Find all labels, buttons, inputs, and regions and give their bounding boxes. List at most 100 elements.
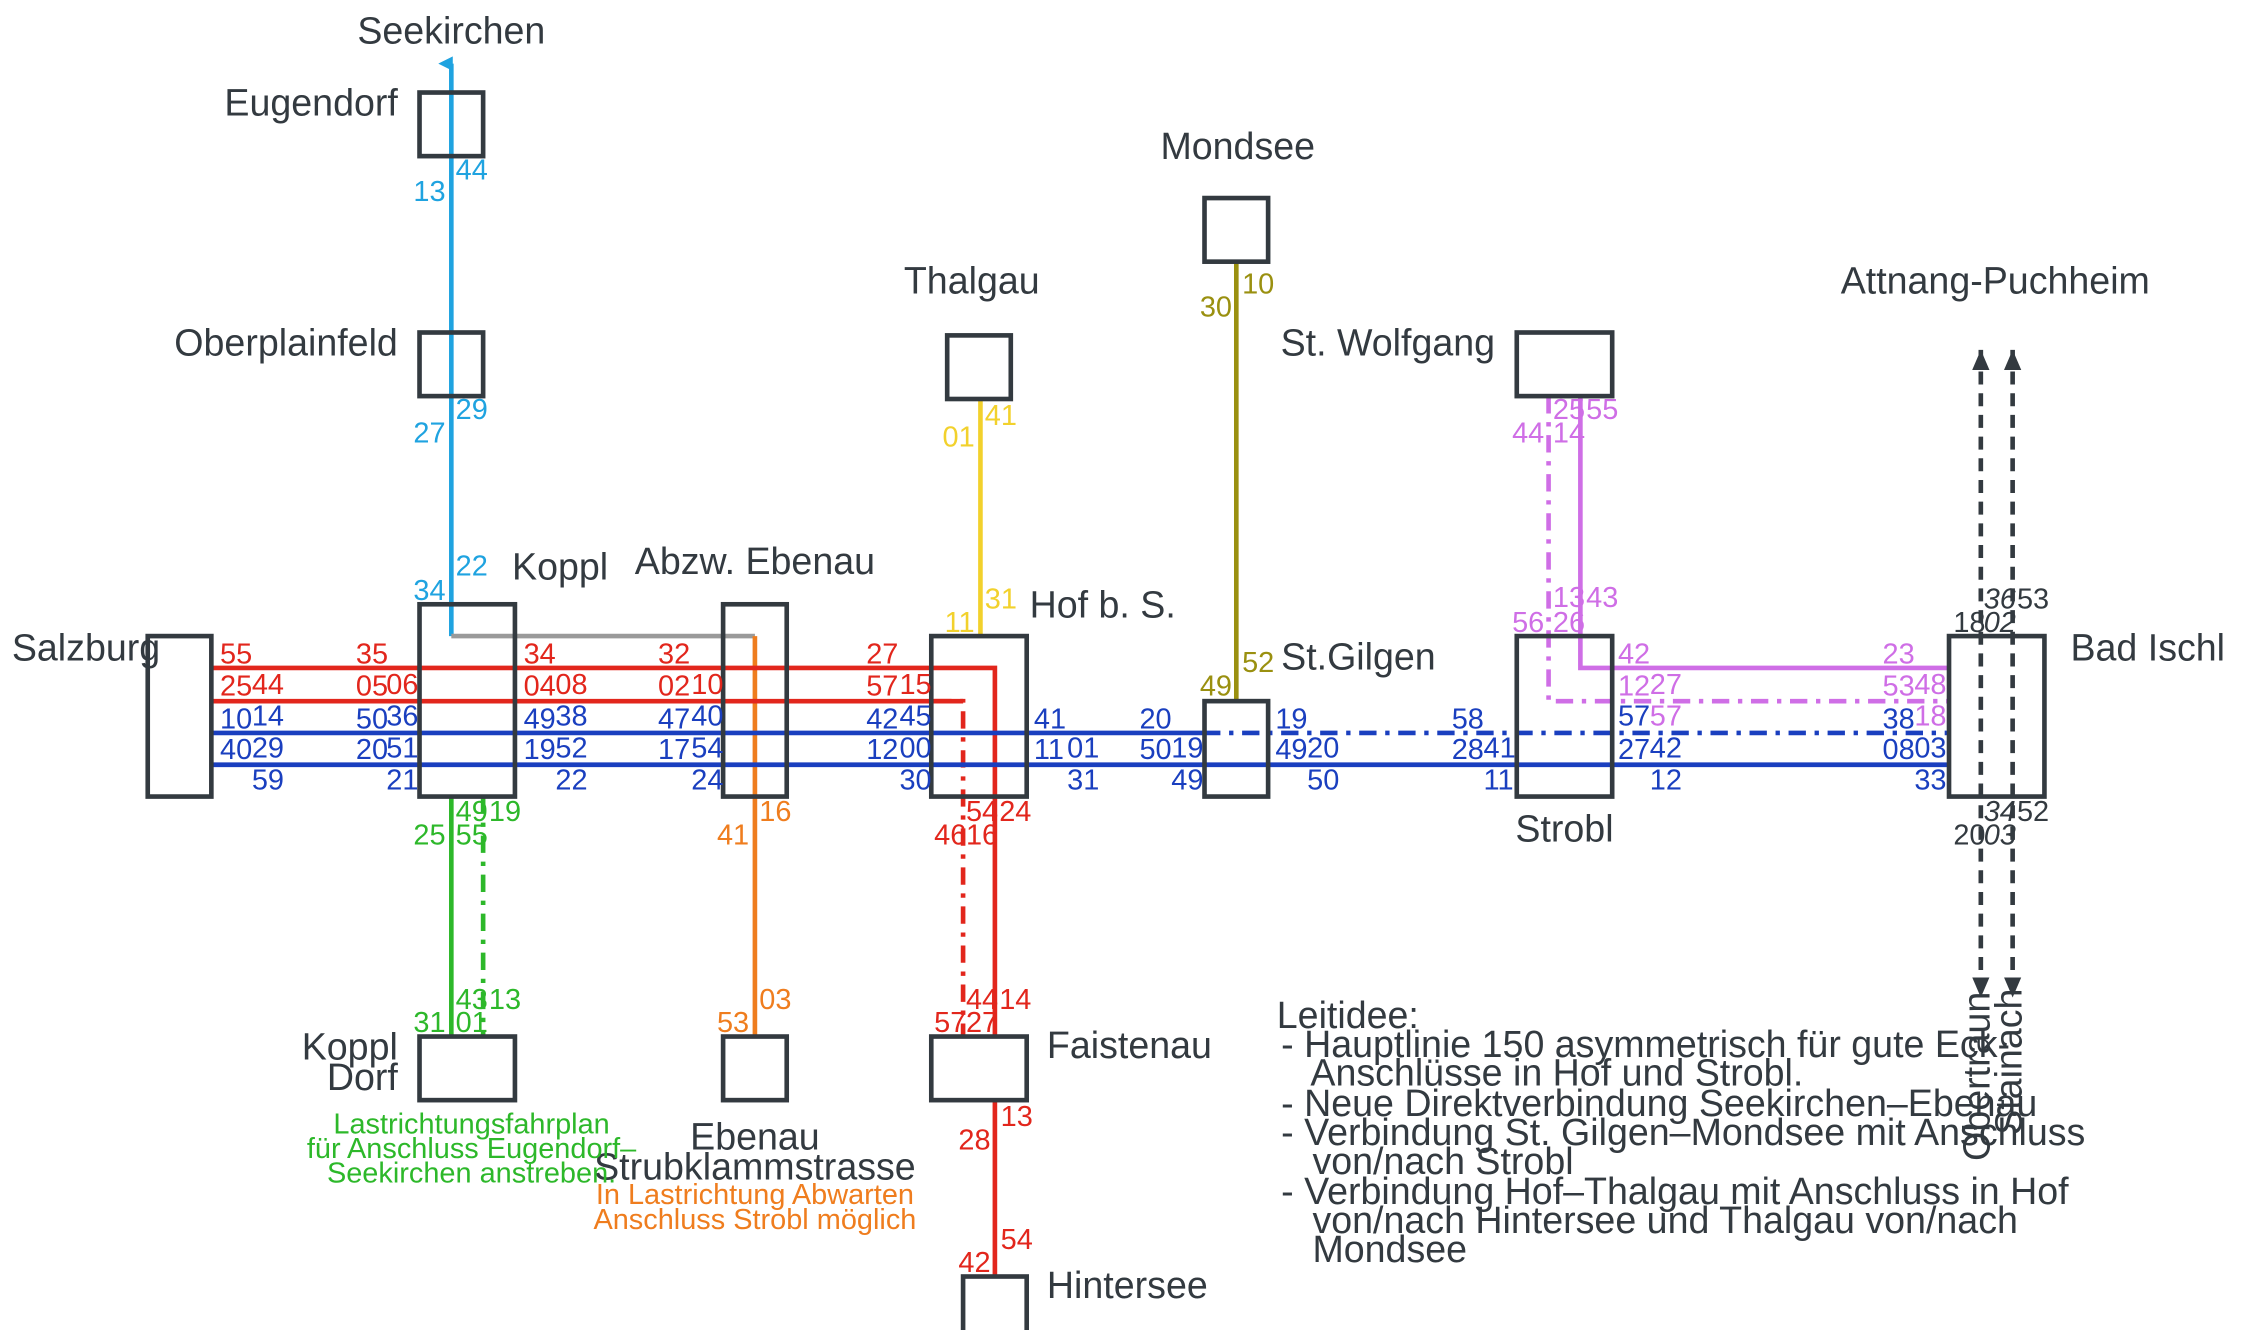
min-blue: 20 <box>356 734 388 766</box>
station-koppl-dorf-2: Dorf <box>327 1056 399 1098</box>
min-red: 04 <box>524 670 556 702</box>
min-red: 44 <box>252 669 284 701</box>
min-violet: 44 <box>1512 417 1544 449</box>
min-red: 54 <box>1001 1224 1033 1256</box>
min-red: 34 <box>524 639 556 671</box>
min-ischl: 53 <box>2017 584 2049 616</box>
min-blue: 50 <box>356 704 388 736</box>
station-attnang: Attnang-Puchheim <box>1841 259 2150 301</box>
box-ebenau <box>720 1034 790 1103</box>
min-olive: 52 <box>1242 647 1274 679</box>
station-mondsee: Mondsee <box>1160 125 1315 167</box>
min-red: 27 <box>866 639 898 671</box>
box-abzw-ebenau <box>720 601 790 799</box>
min-blue: 38 <box>1883 704 1915 736</box>
min-cyan: 34 <box>413 575 445 607</box>
min-green: 55 <box>456 819 488 851</box>
min-cyan: 13 <box>413 176 445 208</box>
min-blue: 42 <box>1650 733 1682 765</box>
min-red: 54 <box>966 796 998 828</box>
min-red: 24 <box>999 796 1031 828</box>
box-koppl-dorf <box>417 1034 518 1103</box>
min-cyan: 29 <box>456 394 488 426</box>
min-green: 19 <box>489 796 521 828</box>
min-ischl: 02 <box>1984 607 2016 639</box>
min-violet: 18 <box>1914 701 1946 733</box>
min-red: 46 <box>934 819 966 851</box>
min-violet: 14 <box>1553 417 1585 449</box>
min-blue: 14 <box>252 701 284 733</box>
station-ebenau-2: Strubklammstrasse <box>594 1146 916 1188</box>
min-red: 13 <box>1001 1101 1033 1133</box>
min-violet: 57 <box>1650 701 1682 733</box>
legend-item: Anschlüsse in Hof und Strobl. <box>1281 1052 1803 1094</box>
min-yellow: 31 <box>985 584 1017 616</box>
min-red: 06 <box>386 669 418 701</box>
box-koppl <box>417 601 518 799</box>
min-violet: 48 <box>1914 669 1946 701</box>
station-oberplainfeld: Oberplainfeld <box>174 322 398 364</box>
min-red: 55 <box>220 639 252 671</box>
min-blue: 50 <box>1307 764 1339 796</box>
min-blue: 51 <box>386 733 418 765</box>
min-violet: 23 <box>1883 639 1915 671</box>
min-blue: 49 <box>1171 764 1203 796</box>
min-blue: 58 <box>1452 704 1484 736</box>
box-eugendorf <box>417 90 486 159</box>
station-koppl-dorf-1: Koppl <box>302 1026 398 1068</box>
min-cyan: 44 <box>456 154 488 186</box>
station-hintersee: Hintersee <box>1047 1264 1208 1306</box>
station-stainach: Stainach <box>1987 989 2029 1135</box>
note-green-line: Seekirchen anstreben. <box>327 1158 616 1190</box>
min-blue: 20 <box>1307 733 1339 765</box>
station-strobl: Strobl <box>1515 807 1613 849</box>
min-blue: 54 <box>691 733 723 765</box>
min-ischl: 20 <box>1953 819 1985 851</box>
min-blue: 57 <box>1618 701 1650 733</box>
min-red: 14 <box>999 984 1031 1016</box>
min-blue: 22 <box>555 764 587 796</box>
min-blue: 17 <box>658 734 690 766</box>
legend-item: - Verbindung St. Gilgen–Mondsee mit Ansc… <box>1281 1111 2085 1153</box>
box-hof <box>928 633 1030 799</box>
min-blue: 00 <box>899 733 931 765</box>
legend-item: - Hauptlinie 150 asymmetrisch für gute E… <box>1281 1023 2010 1065</box>
note-orange-line: Anschluss Strobl möglich <box>593 1204 916 1236</box>
line-red-dashdot <box>934 698 966 1037</box>
station-ebenau-1: Ebenau <box>690 1115 820 1157</box>
station-koppl: Koppl <box>512 546 608 588</box>
min-ischl: 52 <box>2017 796 2049 828</box>
station-abzw-ebenau: Abzw. Ebenau <box>635 540 875 582</box>
station-obertraun: Obertraun <box>1956 992 1998 1161</box>
box-thalgau <box>944 333 1014 402</box>
min-blue: 38 <box>555 701 587 733</box>
min-green: 13 <box>489 984 521 1016</box>
min-blue: 12 <box>866 734 898 766</box>
min-ischl: 36 <box>1984 584 2017 616</box>
line-violet <box>1578 396 1950 671</box>
box-st-gilgen <box>1202 698 1271 799</box>
min-blue: 50 <box>1139 734 1171 766</box>
min-ischl: 18 <box>1953 607 1985 639</box>
legend-item: von/nach Hintersee und Thalgau von/nach <box>1281 1199 2018 1241</box>
min-violet: 26 <box>1553 607 1585 639</box>
min-blue: 19 <box>1171 733 1203 765</box>
min-blue: 59 <box>252 764 284 796</box>
min-yellow: 11 <box>945 607 975 639</box>
legend-item: von/nach Strobl <box>1281 1140 1573 1182</box>
station-bad-ischl: Bad Ischl <box>2070 627 2225 669</box>
min-violet: 12 <box>1618 670 1650 702</box>
min-blue: 47 <box>658 704 690 736</box>
min-blue: 49 <box>1275 734 1307 766</box>
min-blue: 28 <box>1452 734 1484 766</box>
min-blue: 12 <box>1650 764 1682 796</box>
min-green: 01 <box>456 1007 488 1039</box>
min-blue: 40 <box>691 701 723 733</box>
min-blue: 11 <box>1484 764 1514 796</box>
min-red: 57 <box>934 1007 966 1039</box>
min-orange: 16 <box>759 796 791 828</box>
min-blue: 08 <box>1883 734 1915 766</box>
min-blue: 41 <box>1034 704 1066 736</box>
min-blue: 20 <box>1139 704 1171 736</box>
